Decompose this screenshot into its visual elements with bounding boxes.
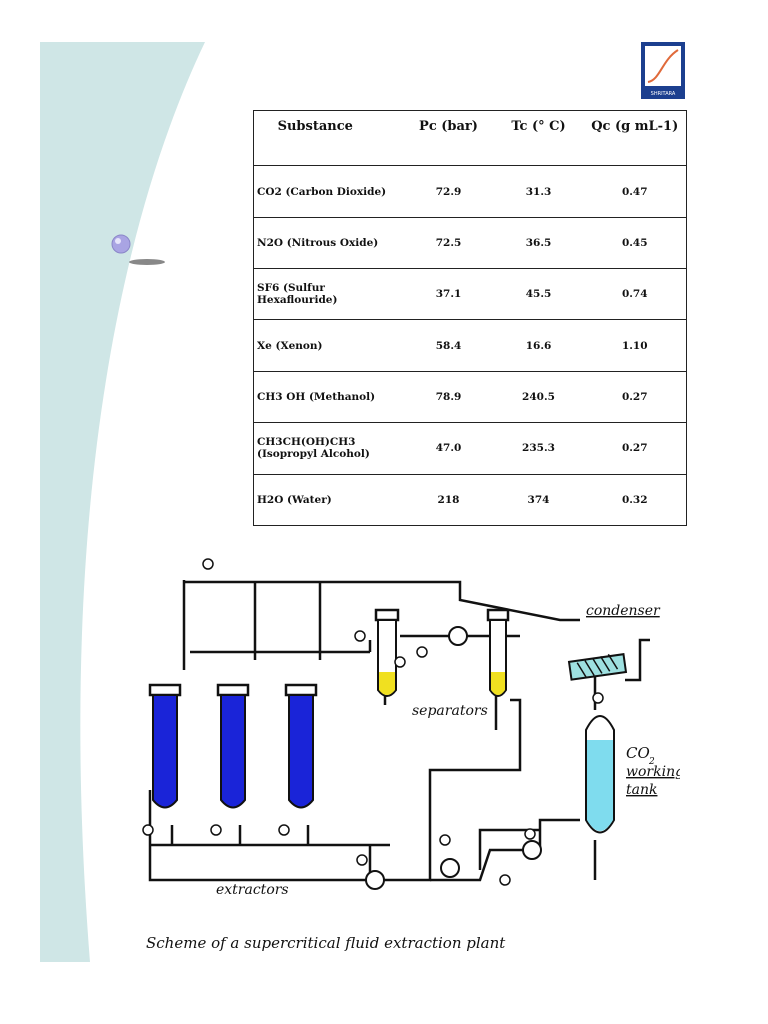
header-substance: Substance	[253, 110, 404, 167]
cell-tc: 235.3	[493, 422, 584, 475]
cell-pc: 58.4	[403, 319, 494, 372]
cell-qc: 1.10	[583, 319, 687, 372]
cell-qc: 0.32	[583, 474, 687, 527]
cell-substance: SF6 (Sulfur Hexaflouride)	[253, 268, 404, 321]
table-row: H2O (Water) 218 374 0.32	[253, 474, 687, 527]
critical-properties-table: Substance Pc (bar) Tc (° C) Qc (g mL-1) …	[253, 110, 687, 527]
bullet-highlight	[115, 238, 121, 244]
cell-pc: 78.9	[403, 371, 494, 424]
label-tank-sub: 2	[648, 757, 655, 767]
header-pc: Pc (bar)	[403, 110, 494, 167]
cell-tc: 45.5	[493, 268, 584, 321]
cell-substance: CO2 (Carbon Dioxide)	[253, 165, 404, 218]
bullet-shadow	[129, 259, 165, 265]
cell-qc: 0.45	[583, 217, 687, 270]
cell-substance: Xe (Xenon)	[253, 319, 404, 372]
separator-vessel	[374, 608, 400, 697]
table-row: SF6 (Sulfur Hexaflouride) 37.1 45.5 0.74	[253, 268, 687, 321]
pump	[440, 858, 460, 878]
table-row: CH3CH(OH)CH3 (Isopropyl Alcohol) 47.0 23…	[253, 422, 687, 475]
cell-substance: CH3CH(OH)CH3 (Isopropyl Alcohol)	[253, 422, 404, 475]
table-header-row: Substance Pc (bar) Tc (° C) Qc (g mL-1)	[253, 110, 687, 167]
diagram-caption: Scheme of a supercritical fluid extracti…	[146, 934, 506, 952]
extraction-plant-diagram: condenser separators CO 2 working tank e…	[142, 558, 680, 952]
label-tank-tank: tank	[626, 782, 657, 798]
label-condenser: condenser	[586, 603, 661, 619]
cell-tc: 16.6	[493, 319, 584, 372]
separator-vessel	[486, 608, 510, 697]
teal-curve-decoration	[40, 42, 205, 962]
cell-substance: N2O (Nitrous Oxide)	[253, 217, 404, 270]
extractor-vessel	[216, 683, 250, 809]
cell-tc: 36.5	[493, 217, 584, 270]
cell-qc: 0.47	[583, 165, 687, 218]
header-qc: Qc (g mL-1)	[583, 110, 687, 167]
cell-pc: 218	[403, 474, 494, 527]
cell-pc: 72.9	[403, 165, 494, 218]
cell-substance: H2O (Water)	[253, 474, 404, 527]
cell-tc: 31.3	[493, 165, 584, 218]
label-extractors: extractors	[216, 882, 289, 898]
table-row: CO2 (Carbon Dioxide) 72.9 31.3 0.47	[253, 165, 687, 218]
cell-pc: 47.0	[403, 422, 494, 475]
logo: SHRITARA	[641, 42, 685, 99]
cell-tc: 240.5	[493, 371, 584, 424]
label-tank-co: CO	[626, 744, 650, 762]
co2-working-tank	[585, 715, 615, 834]
extractor-vessel	[148, 683, 182, 809]
table-row: CH3 OH (Methanol) 78.9 240.5 0.27	[253, 371, 687, 424]
heat-exchanger	[365, 626, 542, 890]
cell-pc: 72.5	[403, 217, 494, 270]
header-tc: Tc (° C)	[493, 110, 584, 167]
cell-tc: 374	[493, 474, 584, 527]
cell-substance: CH3 OH (Methanol)	[253, 371, 404, 424]
bullet-sphere	[111, 234, 131, 254]
extractor-vessel	[284, 683, 318, 809]
label-tank-working: working	[626, 764, 680, 780]
table-row: N2O (Nitrous Oxide) 72.5 36.5 0.45	[253, 217, 687, 270]
cell-pc: 37.1	[403, 268, 494, 321]
cell-qc: 0.27	[583, 371, 687, 424]
valve-gauges	[142, 558, 604, 886]
label-separators: separators	[412, 703, 488, 719]
logo-text: SHRITARA	[651, 91, 676, 97]
condenser	[567, 653, 628, 681]
cell-qc: 0.74	[583, 268, 687, 321]
cell-qc: 0.27	[583, 422, 687, 475]
table-row: Xe (Xenon) 58.4 16.6 1.10	[253, 319, 687, 372]
